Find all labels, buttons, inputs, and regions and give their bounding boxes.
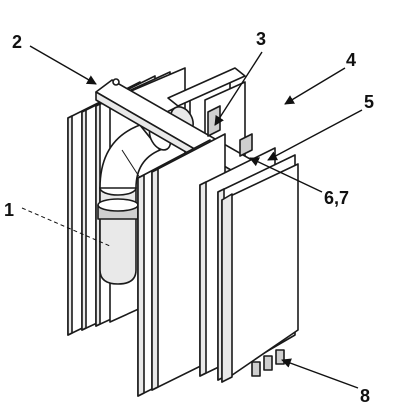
leader-8 bbox=[281, 358, 359, 389]
leader-5 bbox=[267, 109, 363, 161]
leader-67 bbox=[249, 157, 323, 193]
callout-6-7: 6,7 bbox=[324, 188, 349, 208]
callout-3: 3 bbox=[256, 29, 266, 49]
callout-5: 5 bbox=[364, 92, 374, 112]
callout-1: 1 bbox=[4, 200, 14, 220]
bottom-terminals bbox=[251, 349, 285, 377]
fin-stack-front bbox=[137, 133, 299, 397]
callout-8: 8 bbox=[360, 386, 370, 406]
leader-lines bbox=[21, 45, 363, 389]
leader-1 bbox=[21, 207, 111, 247]
front-plate-main bbox=[221, 163, 299, 383]
leader-2 bbox=[29, 45, 97, 85]
leader-3 bbox=[214, 51, 263, 126]
leader-4 bbox=[284, 67, 346, 105]
callout-4: 4 bbox=[346, 50, 356, 70]
callout-labels: 1 2 3 4 5 6,7 8 bbox=[4, 29, 374, 406]
callout-2: 2 bbox=[12, 32, 22, 52]
